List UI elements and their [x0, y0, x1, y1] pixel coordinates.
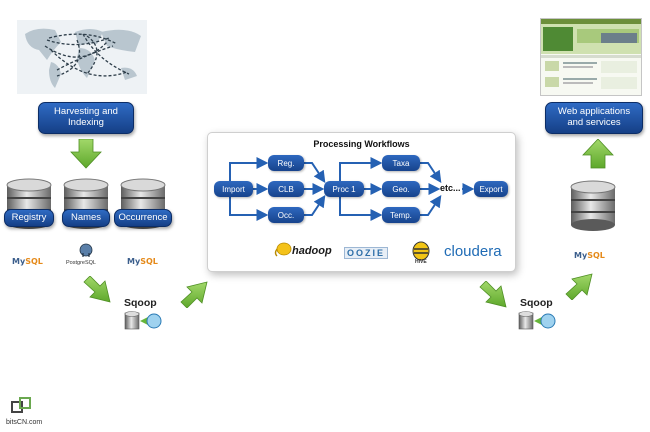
- node-clb: CLB: [268, 181, 304, 197]
- postgres-elephant-icon: [79, 243, 93, 257]
- web-database-icon: [570, 180, 616, 232]
- names-label-box: Names: [62, 209, 110, 227]
- hadoop-logo: hadoop: [292, 245, 332, 257]
- occurrence-label: Occurrence: [118, 211, 168, 223]
- website-screenshot-thumbnail: [540, 18, 642, 96]
- mysql-logo-my: My: [127, 257, 141, 266]
- node-etc: etc...: [440, 183, 461, 193]
- node-import: Import: [214, 181, 253, 197]
- node-occ: Occ.: [268, 207, 304, 223]
- arrow-up-icon: [582, 139, 614, 169]
- world-map-image: [17, 20, 147, 94]
- mysql-logo-sql: SQL: [25, 257, 43, 266]
- arrow-up-right-icon-right: [565, 273, 593, 300]
- registry-label-box: Registry: [4, 209, 54, 227]
- cloudera-logo: cloudera: [444, 243, 502, 260]
- sqoop-label-right: Sqoop: [520, 297, 553, 309]
- processing-workflows-title: Processing Workflows: [313, 139, 410, 149]
- hadoop-elephant-icon: [274, 242, 292, 257]
- mysql-logo-left: MySQL: [12, 257, 43, 266]
- mysql-logo-occurrence: MySQL: [127, 257, 158, 266]
- node-geo: Geo.: [382, 181, 420, 197]
- hive-logo: HIVE: [415, 259, 427, 265]
- registry-label: Registry: [11, 211, 47, 223]
- occurrence-label-box: Occurrence: [114, 209, 172, 227]
- mysql-logo-my: My: [574, 251, 588, 260]
- sqoop-label-left: Sqoop: [124, 297, 157, 309]
- postgres-logo-text: PostgreSQL: [66, 260, 96, 266]
- workflow-connectors: [229, 157, 475, 221]
- mysql-logo-sql: SQL: [140, 257, 158, 266]
- node-taxa: Taxa: [382, 155, 420, 171]
- oozie-logo: OOZIE: [344, 247, 389, 259]
- bitscn-logo-icon: [11, 397, 31, 413]
- mysql-logo-sql: SQL: [587, 251, 605, 260]
- arrow-down-right-icon: [83, 276, 111, 303]
- arrow-down-right-icon-right: [479, 281, 507, 308]
- node-reg: Reg.: [268, 155, 304, 171]
- mysql-logo-my: My: [12, 257, 26, 266]
- harvesting-indexing-label: Harvesting and Indexing: [54, 106, 118, 128]
- mysql-logo-right: MySQL: [574, 251, 605, 260]
- bitscn-watermark: bitsCN.com: [6, 419, 43, 426]
- node-proc1: Proc 1: [324, 181, 364, 197]
- node-temp: Temp.: [382, 207, 420, 223]
- node-export: Export: [474, 181, 508, 197]
- sqoop-icon-right: [518, 311, 556, 330]
- names-label: Names: [70, 211, 102, 223]
- arrow-down-icon: [70, 139, 102, 169]
- arrow-up-right-icon: [180, 281, 208, 308]
- processing-workflows-panel: Processing Workflows Import Reg. CLB Occ…: [207, 132, 516, 272]
- sqoop-icon-left: [124, 311, 162, 330]
- web-applications-box: Web applications and services: [545, 102, 643, 134]
- hive-bee-icon: [412, 241, 430, 261]
- website-screenshot-image: [541, 19, 641, 89]
- web-applications-label: Web applications and services: [557, 106, 631, 128]
- harvesting-indexing-box: Harvesting and Indexing: [38, 102, 134, 134]
